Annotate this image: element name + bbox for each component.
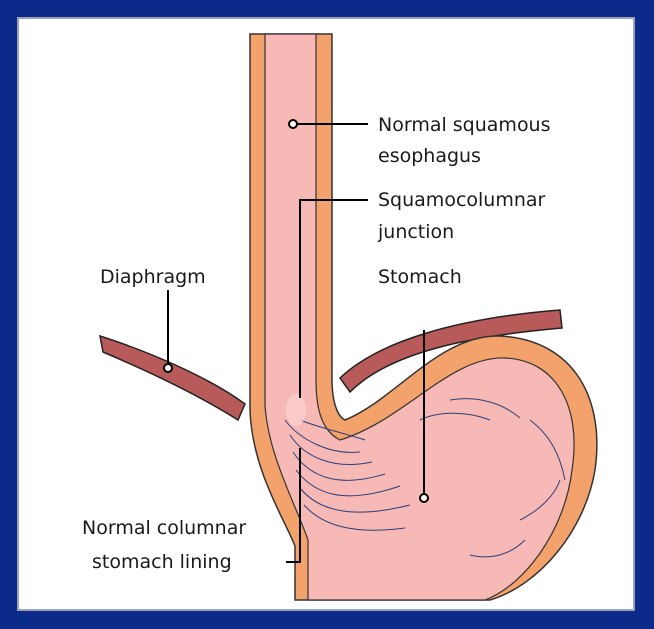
label-lining-1: Normal columnar [82,517,246,539]
junction-spot [286,394,306,426]
label-lining-2: stomach lining [92,551,232,573]
label-esophagus-1: Normal squamous [378,114,551,136]
label-junction-2: junction [377,221,454,243]
diaphragm-left [100,336,245,420]
label-junction-1: Squamocolumnar [378,189,546,211]
label-diaphragm: Diaphragm [100,266,206,288]
label-esophagus-2: esophagus [378,145,481,167]
label-stomach: Stomach [378,266,462,288]
